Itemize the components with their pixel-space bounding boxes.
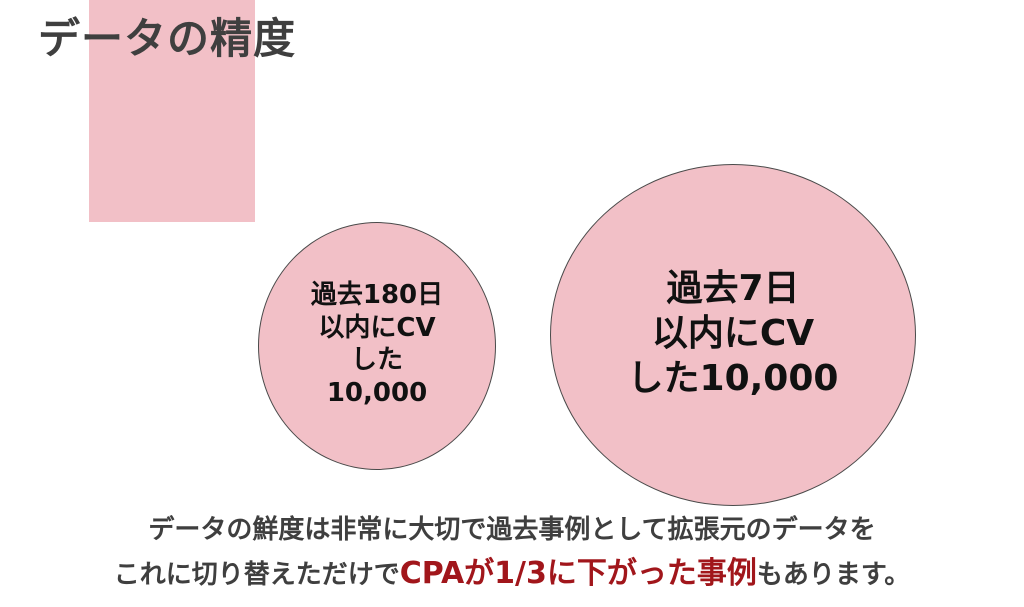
caption-line-1: データの鮮度は非常に大切で過去事例として拡張元のデータを [148,515,876,545]
decorative-pink-rectangle [89,0,255,222]
slide-title: データの精度 [38,14,297,63]
large-circle-text: 過去7日 以内にCV した10,000 [627,267,839,399]
caption-line-2-prefix: これに切り替えただけで [113,560,400,590]
caption-line-2: これに切り替えただけでCPAが1/3に下がった事例もあります。 [0,548,1024,592]
small-circle: 過去180日 以内にCV した 10,000 [258,222,496,470]
large-circle: 過去7日 以内にCV した10,000 [550,164,916,506]
small-circle-text: 過去180日 以内にCV した 10,000 [310,280,444,408]
caption-highlight: CPAが1/3に下がった事例 [399,556,757,591]
caption-line-2-suffix: もあります。 [756,560,911,590]
